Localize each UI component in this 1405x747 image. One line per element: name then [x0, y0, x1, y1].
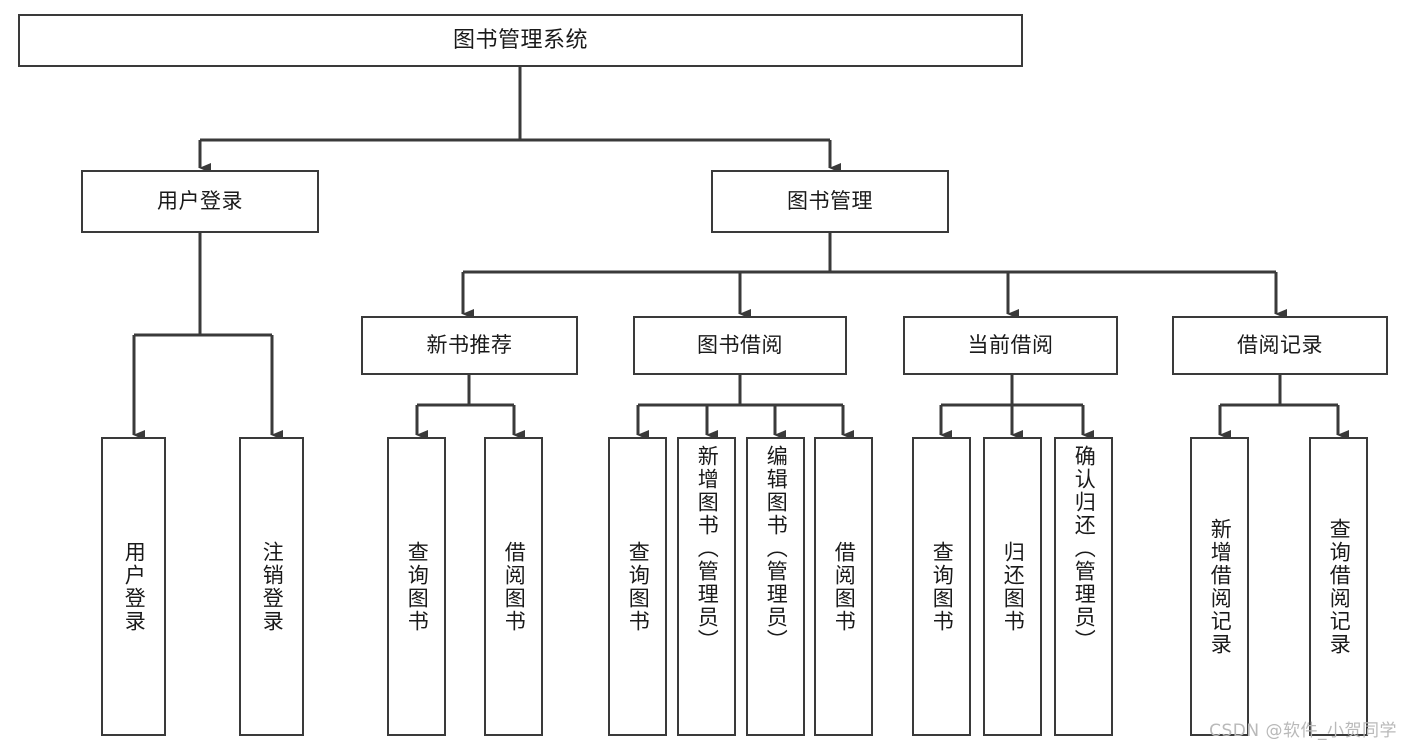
node-leaf-borrow-book-newbook-label: 借阅图书	[502, 540, 527, 633]
node-leaf-query-book-borrow-label: 查询图书	[626, 540, 651, 633]
node-user-login-label: 用户登录	[157, 189, 243, 214]
node-leaf-query-book-newbook-label: 查询图书	[405, 540, 430, 633]
node-book-management-label: 图书管理	[787, 189, 873, 214]
node-leaf-confirm-return-admin-label: 确认归还（管理员）	[1072, 445, 1097, 652]
node-leaf-borrow-book-label: 借阅图书	[832, 540, 857, 633]
node-leaf-query-book-current-label: 查询图书	[930, 540, 955, 633]
node-current-borrow[interactable]: 当前借阅	[903, 316, 1118, 375]
node-leaf-edit-book-admin-label: 编辑图书（管理员）	[764, 445, 789, 652]
node-leaf-add-book-admin[interactable]: 新增图书（管理员）	[677, 437, 736, 736]
node-borrow-records-label: 借阅记录	[1237, 333, 1323, 358]
node-book-management[interactable]: 图书管理	[711, 170, 949, 233]
node-root[interactable]: 图书管理系统	[18, 14, 1023, 67]
node-leaf-return-book[interactable]: 归还图书	[983, 437, 1042, 736]
node-leaf-query-book-current[interactable]: 查询图书	[912, 437, 971, 736]
node-current-borrow-label: 当前借阅	[967, 333, 1054, 358]
node-new-book-recommend-label: 新书推荐	[426, 333, 513, 358]
node-leaf-query-borrow-record[interactable]: 查询借阅记录	[1309, 437, 1368, 736]
node-book-borrow-label: 图书借阅	[697, 333, 783, 358]
node-leaf-query-book-borrow[interactable]: 查询图书	[608, 437, 667, 736]
node-leaf-query-book-newbook[interactable]: 查询图书	[387, 437, 446, 736]
node-leaf-add-book-admin-label: 新增图书（管理员）	[695, 445, 720, 652]
node-leaf-borrow-book[interactable]: 借阅图书	[814, 437, 873, 736]
node-leaf-user-login-label: 用户登录	[122, 540, 147, 633]
node-leaf-user-login[interactable]: 用户登录	[101, 437, 166, 736]
node-borrow-records[interactable]: 借阅记录	[1172, 316, 1388, 375]
node-leaf-borrow-book-newbook[interactable]: 借阅图书	[484, 437, 543, 736]
node-user-login[interactable]: 用户登录	[81, 170, 319, 233]
node-leaf-return-book-label: 归还图书	[1001, 540, 1026, 633]
node-leaf-add-borrow-record-label: 新增借阅记录	[1208, 517, 1233, 656]
node-leaf-confirm-return-admin[interactable]: 确认归还（管理员）	[1054, 437, 1113, 736]
node-book-borrow[interactable]: 图书借阅	[633, 316, 847, 375]
node-new-book-recommend[interactable]: 新书推荐	[361, 316, 578, 375]
node-root-label: 图书管理系统	[452, 27, 588, 53]
node-leaf-query-borrow-record-label: 查询借阅记录	[1327, 517, 1352, 656]
node-leaf-logout[interactable]: 注销登录	[239, 437, 304, 736]
node-leaf-add-borrow-record[interactable]: 新增借阅记录	[1190, 437, 1249, 736]
node-leaf-edit-book-admin[interactable]: 编辑图书（管理员）	[746, 437, 805, 736]
node-leaf-logout-label: 注销登录	[260, 540, 285, 633]
